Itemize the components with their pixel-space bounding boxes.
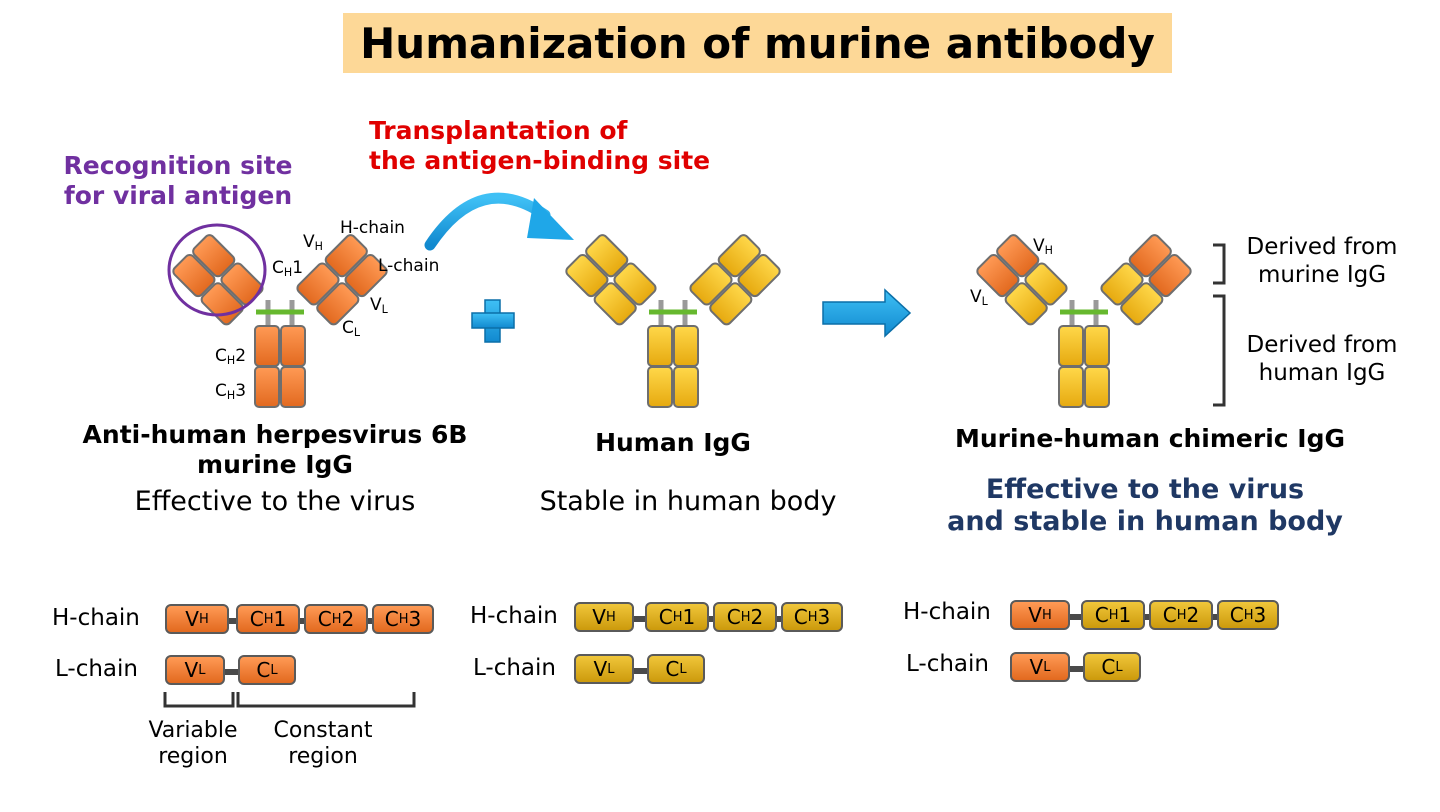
human-igg-desc: Stable in human body: [539, 486, 837, 517]
human-derived-bracket: [1213, 294, 1226, 407]
constant-region-bracket: [236, 692, 416, 708]
chimeric-igg-antibody: [976, 234, 1192, 408]
transplant-label: Transplantation of the antigen-binding s…: [369, 116, 711, 175]
murine-derived-bracket: [1213, 243, 1226, 285]
human-igg-name: Human IgG: [595, 428, 751, 457]
variable-region-label: Variable region: [148, 718, 238, 770]
constant-region-label: Constant region: [273, 718, 373, 770]
title-banner: Humanization of murine antibody: [343, 13, 1172, 73]
plus-icon: [471, 299, 515, 343]
ch1-label: CH1: [272, 258, 304, 279]
variable-region-bracket: [163, 692, 235, 708]
chimeric-vl-label: VL: [970, 287, 988, 308]
recognition-site-label: Recognition site for viral antigen: [63, 151, 293, 210]
chimeric-l-chain-label: L-chain: [906, 651, 989, 677]
human-h-chain-label: H-chain: [470, 603, 558, 629]
murine-h-chain-label: H-chain: [52, 605, 140, 631]
recognition-site-ellipse: [167, 223, 267, 317]
vl-label: VL: [370, 295, 388, 316]
derived-murine-label: Derived from murine IgG: [1246, 234, 1398, 288]
murine-igg-desc: Effective to the virus: [134, 486, 416, 517]
murine-l-chain-label: L-chain: [55, 656, 138, 682]
transplant-arrow-head: [527, 198, 574, 240]
vh-label: VH: [303, 232, 323, 253]
chimeric-igg-desc: Effective to the virus and stable in hum…: [947, 474, 1343, 538]
ch2-label: CH2: [215, 346, 247, 367]
page-title: Humanization of murine antibody: [360, 18, 1155, 68]
human-igg-antibody: [565, 234, 781, 408]
chimeric-h-chain-label: H-chain: [903, 599, 991, 625]
human-l-chain-label: L-chain: [473, 655, 556, 681]
derived-human-label: Derived from human IgG: [1246, 332, 1398, 386]
cl-label: CL: [342, 318, 361, 339]
chimeric-igg-name: Murine-human chimeric IgG: [954, 424, 1346, 453]
murine-igg-name: Anti-human herpesvirus 6B murine IgG: [82, 420, 468, 479]
ch3-label: CH3: [215, 381, 247, 402]
l-chain-annotation: L-chain: [378, 256, 440, 276]
result-arrow: [822, 288, 912, 338]
h-chain-annotation: H-chain: [340, 218, 405, 238]
chimeric-vh-label: VH: [1033, 236, 1053, 257]
transplant-arrow: [424, 192, 551, 251]
